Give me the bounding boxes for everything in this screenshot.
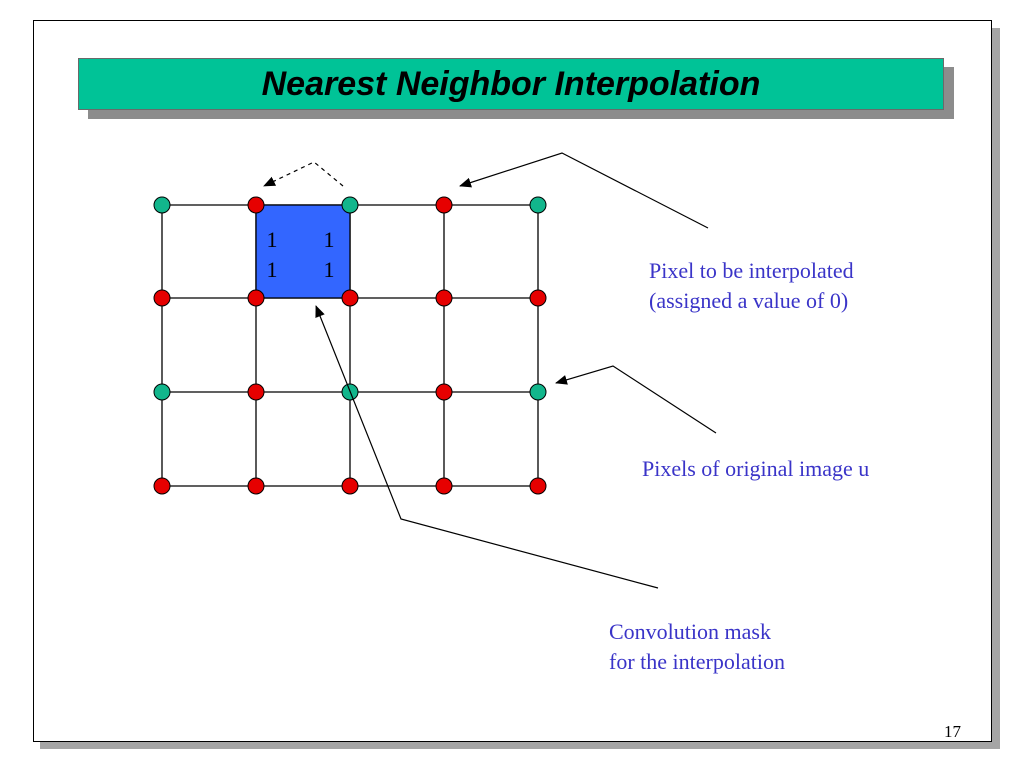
- mask-value: 1: [324, 257, 335, 282]
- caption-line: (assigned a value of 0): [649, 288, 849, 313]
- caption-line: Convolution mask: [609, 619, 771, 644]
- interpolated-pixel: [247, 289, 265, 307]
- original-pixel: [529, 196, 547, 214]
- dashed-arrow: [263, 161, 344, 187]
- grid-pixels: [153, 196, 547, 495]
- original-pixel: [529, 383, 547, 401]
- title-bar: Nearest Neighbor Interpolation: [78, 58, 944, 110]
- caption-convolution-mask: Convolution mask for the interpolation: [609, 617, 785, 677]
- pointer-lines: [263, 152, 717, 589]
- original-pixel: [153, 383, 171, 401]
- mask-value: 1: [267, 227, 278, 252]
- pointer-convolution-mask: [315, 305, 659, 589]
- slide-frame: [33, 20, 992, 742]
- caption-pixel-to-interpolate: Pixel to be interpolated (assigned a val…: [649, 256, 854, 316]
- interpolated-pixel: [247, 477, 265, 495]
- convolution-mask: [255, 204, 351, 299]
- interpolated-pixel: [341, 477, 359, 495]
- interpolated-pixel: [435, 289, 453, 307]
- original-pixel: [153, 196, 171, 214]
- original-pixel: [341, 196, 359, 214]
- interpolated-pixel: [435, 196, 453, 214]
- mask-value: 1: [267, 257, 278, 282]
- caption-line: Pixels of original image u: [642, 456, 870, 481]
- interpolated-pixel: [435, 477, 453, 495]
- caption-line: for the interpolation: [609, 649, 785, 674]
- pointer-original-pixels: [555, 365, 717, 434]
- caption-original-pixels: Pixels of original image u: [642, 454, 869, 484]
- interpolated-pixel: [153, 289, 171, 307]
- interpolated-pixel: [247, 383, 265, 401]
- interpolated-pixel: [529, 477, 547, 495]
- caption-line: Pixel to be interpolated: [649, 258, 854, 283]
- pointer-pixel-to-interpolate: [459, 152, 709, 229]
- mask-value: 1: [324, 227, 335, 252]
- page-number: 17: [944, 722, 961, 741]
- interpolated-pixel: [247, 196, 265, 214]
- mask-values: 1 1 1 1: [267, 227, 335, 282]
- interpolated-pixel: [341, 289, 359, 307]
- interpolated-pixel: [153, 477, 171, 495]
- interpolated-pixel: [435, 383, 453, 401]
- interpolated-pixel: [529, 289, 547, 307]
- slide-title: Nearest Neighbor Interpolation: [261, 64, 761, 103]
